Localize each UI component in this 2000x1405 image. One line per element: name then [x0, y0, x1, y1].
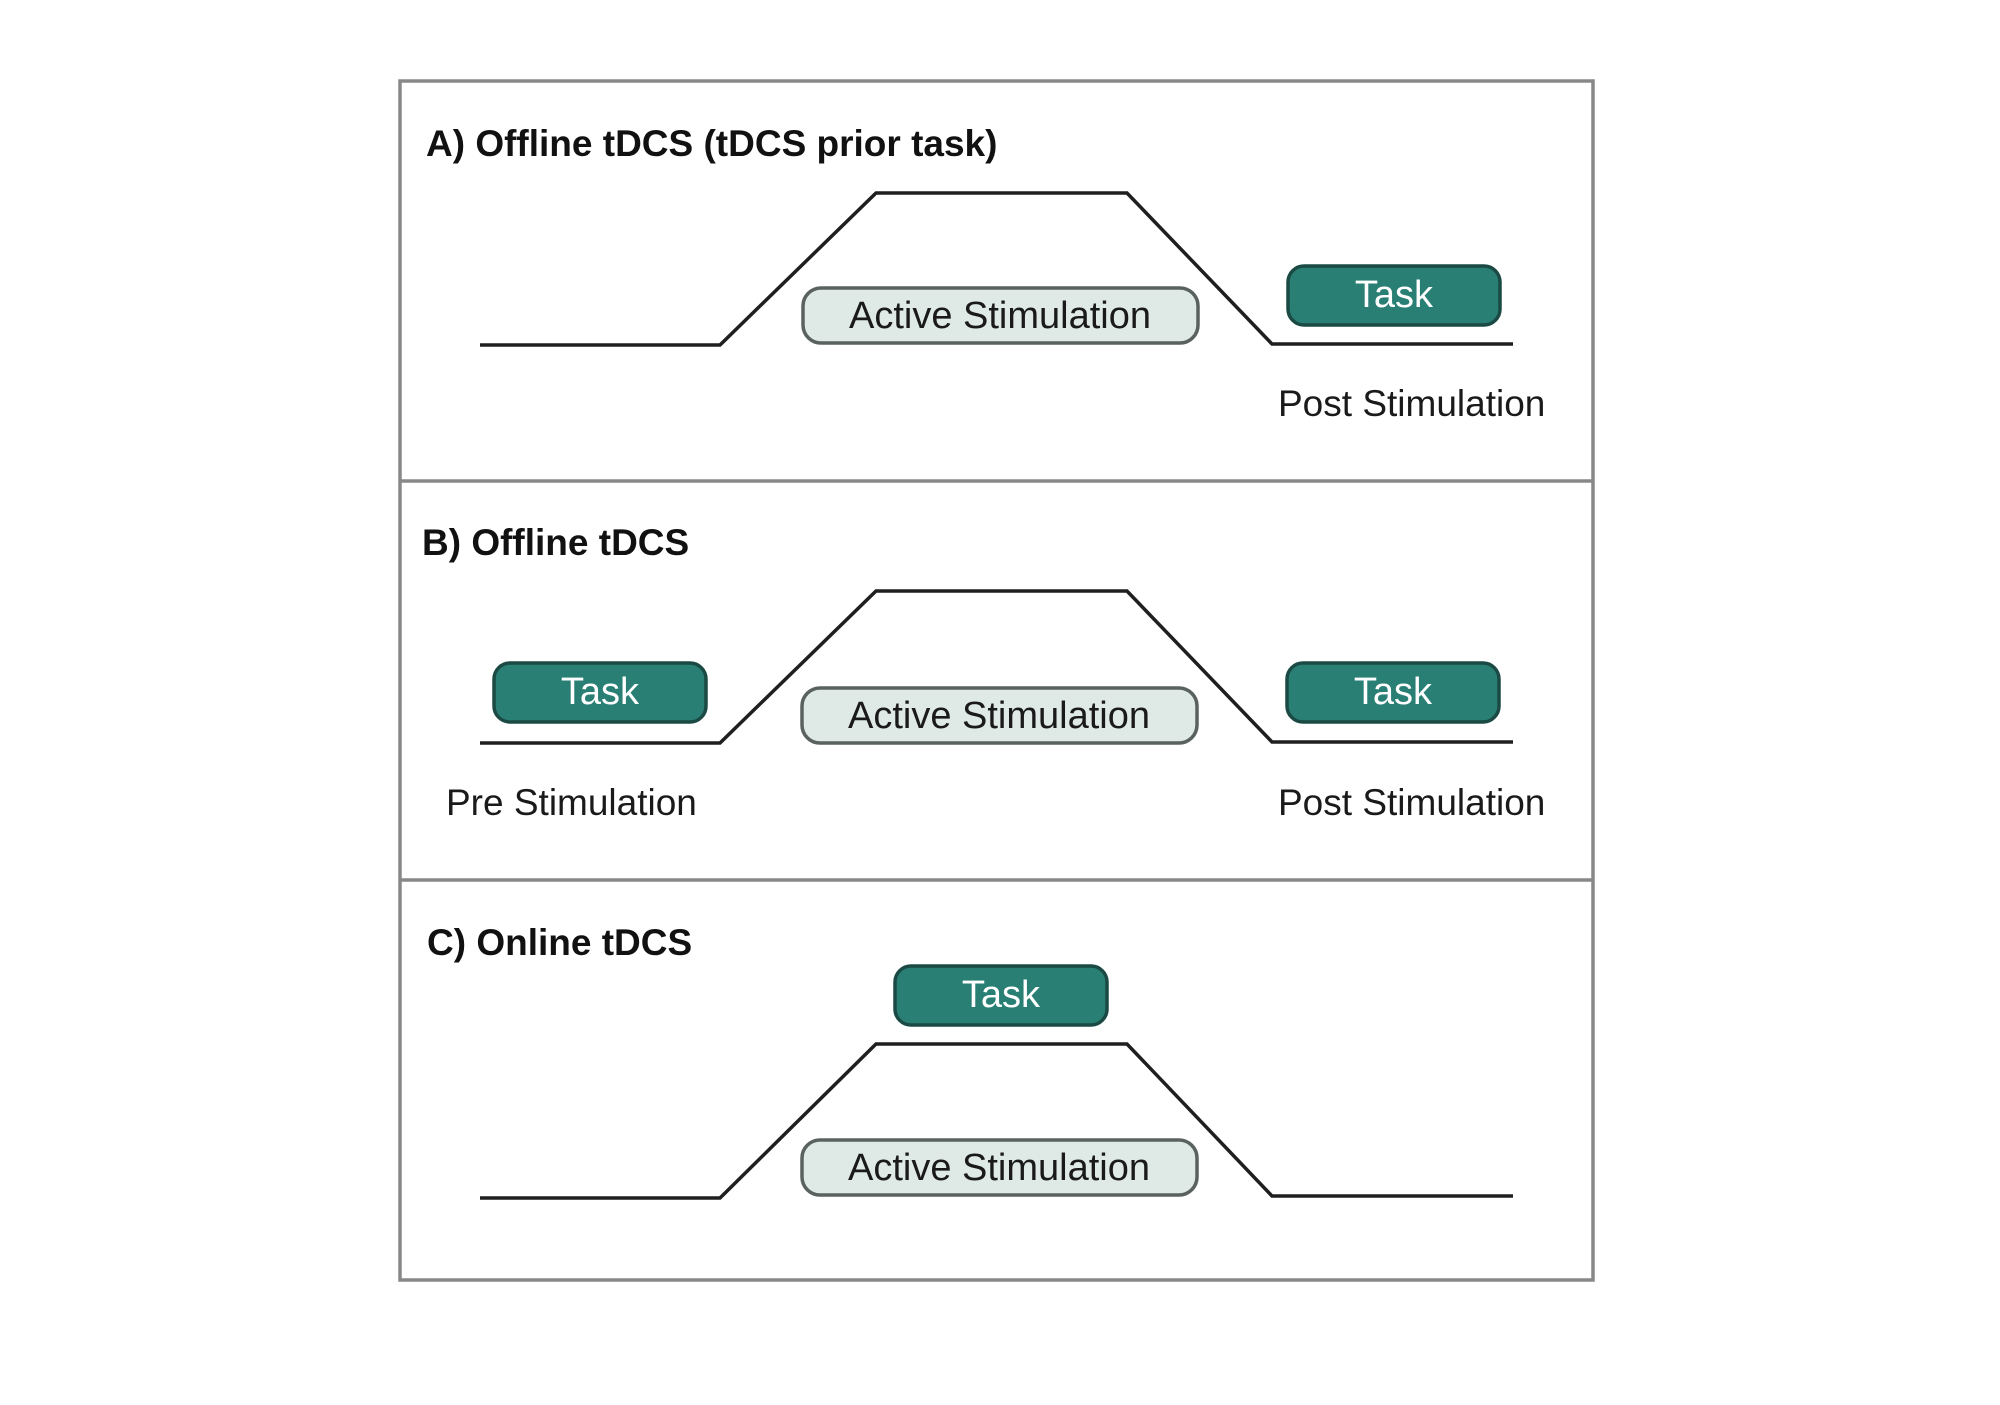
- panel-a-task-post-block: Task: [1286, 264, 1502, 327]
- panel-b-stimulation-trace: [480, 589, 1513, 745]
- panel-a: A) Offline tDCS (tDCS prior task) Active…: [426, 123, 1545, 424]
- panel-a-stimulation-trace: [480, 191, 1513, 347]
- panel-c-title: C) Online tDCS: [427, 922, 692, 963]
- panel-b-stimulation-box: [800, 686, 1199, 745]
- panel-a-task-post-box: [1286, 264, 1502, 327]
- panel-c-stimulation-block: Active Stimulation: [800, 1138, 1199, 1197]
- panel-b-task-pre-block: Task: [492, 661, 708, 724]
- panel-b-task-post-box: [1285, 661, 1501, 724]
- panel-b: B) Offline tDCS Task Active Stimulation …: [422, 522, 1545, 823]
- panel-c-task-during-label: Task: [962, 974, 1041, 1016]
- panel-c: C) Online tDCS Task Active Stimulation: [427, 922, 1513, 1200]
- panel-b-task-pre-box: [492, 661, 708, 724]
- panel-b-post-caption: Post Stimulation: [1278, 782, 1545, 823]
- panel-a-title: A) Offline tDCS (tDCS prior task): [426, 123, 997, 164]
- panel-c-task-during-box: [893, 964, 1109, 1027]
- outer-frame: [398, 79, 1595, 1282]
- panel-b-task-post-label: Task: [1354, 671, 1433, 713]
- panel-a-task-post-label: Task: [1355, 274, 1434, 316]
- panel-c-task-during-block: Task: [893, 964, 1109, 1027]
- panel-a-post-caption: Post Stimulation: [1278, 383, 1545, 424]
- panel-a-stimulation-box: [801, 286, 1200, 345]
- panel-c-stimulation-label: Active Stimulation: [848, 1147, 1150, 1189]
- panel-b-pre-caption: Pre Stimulation: [446, 782, 697, 823]
- panel-c-stimulation-trace: [480, 1042, 1513, 1200]
- panel-c-stimulation-box: [800, 1138, 1199, 1197]
- panel-b-title: B) Offline tDCS: [422, 522, 689, 563]
- panel-b-stimulation-block: Active Stimulation: [800, 686, 1199, 745]
- panel-a-stimulation-block: Active Stimulation: [801, 286, 1200, 345]
- panel-b-task-pre-label: Task: [561, 671, 640, 713]
- panel-a-stimulation-label: Active Stimulation: [849, 295, 1151, 337]
- panel-b-stimulation-label: Active Stimulation: [848, 695, 1150, 737]
- panel-b-task-post-block: Task: [1285, 661, 1501, 724]
